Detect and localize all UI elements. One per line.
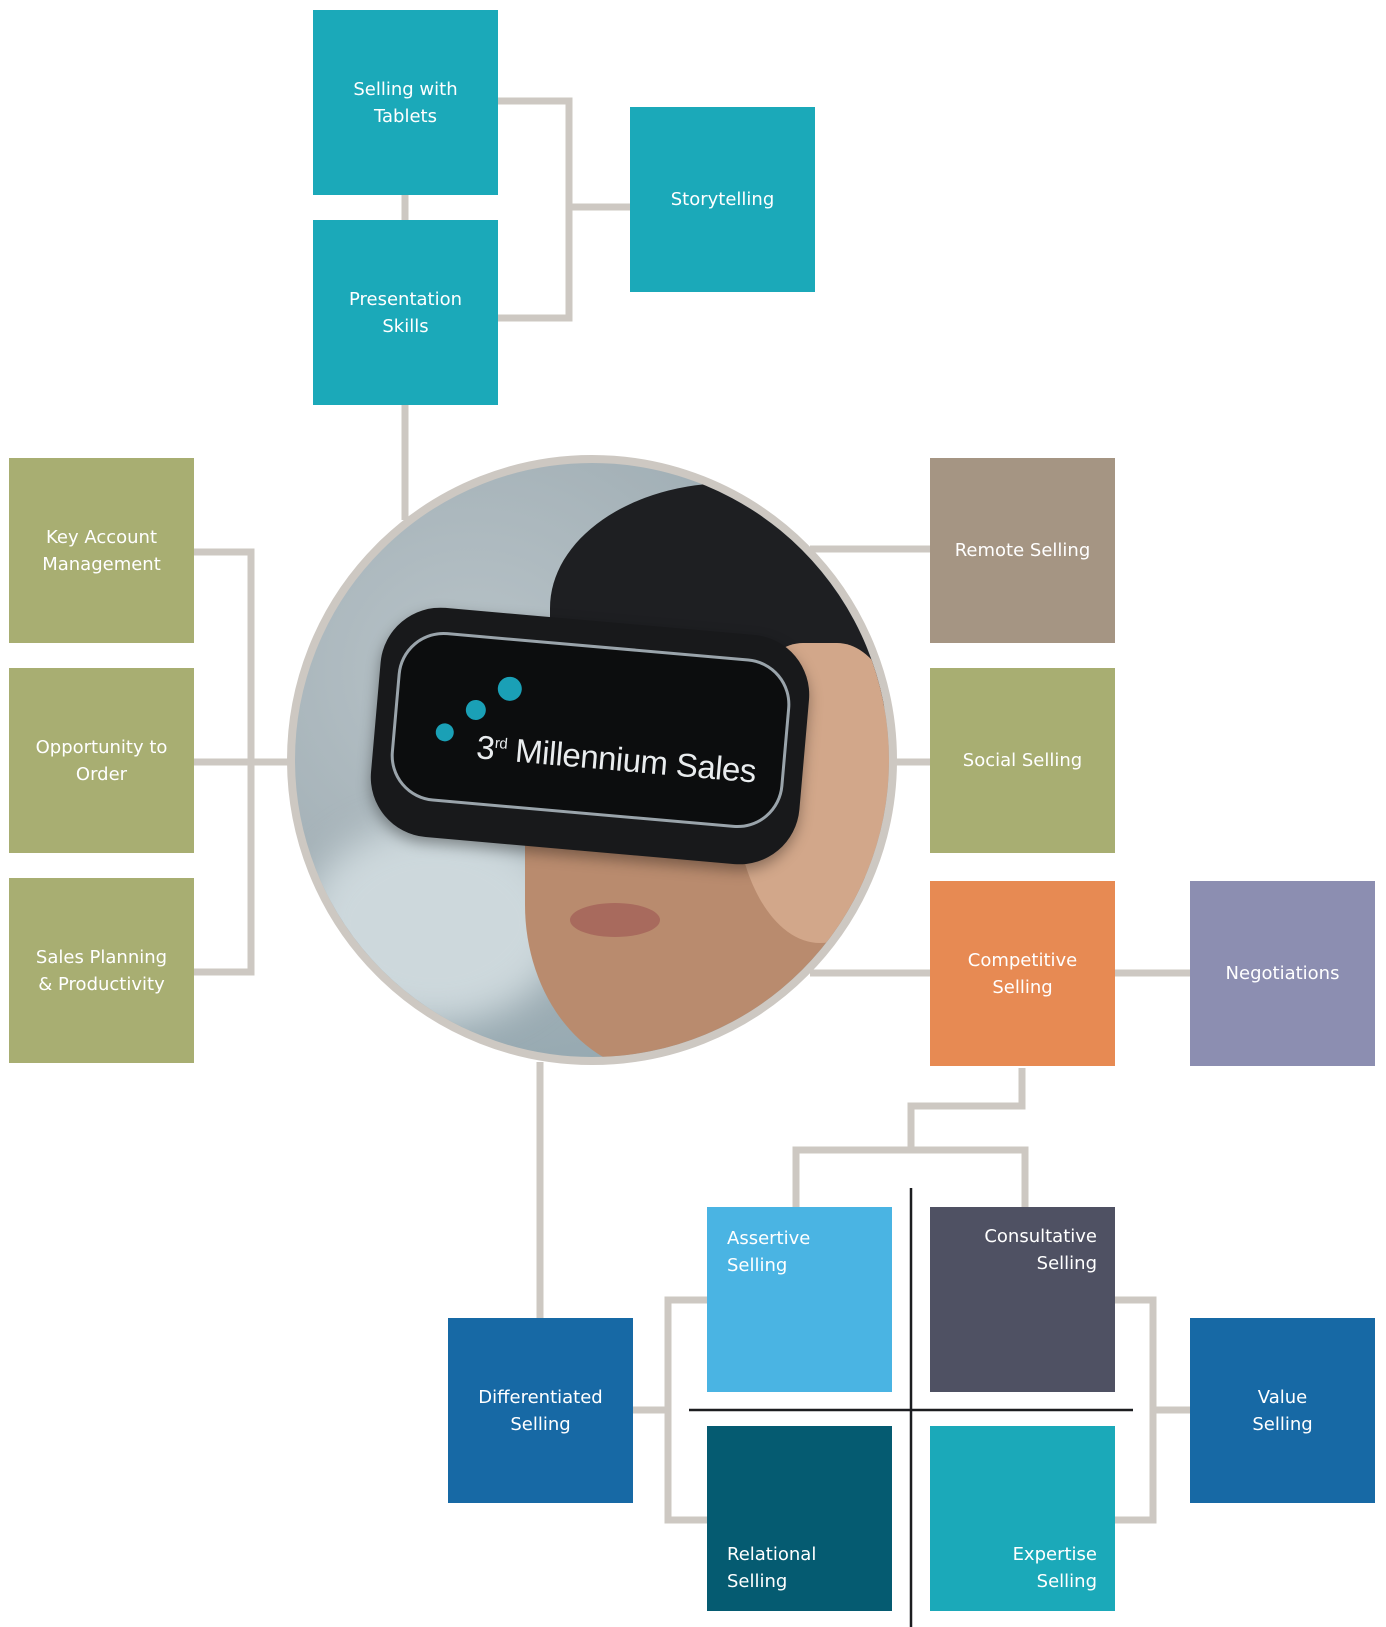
vr-headset: 3rd Millennium Sales: [365, 602, 815, 870]
brand-logo: 3rd Millennium Sales: [475, 728, 758, 790]
logo-dot-medium: [465, 699, 487, 721]
box-negotiations[interactable]: Negotiations: [1190, 881, 1375, 1066]
lips-shape: [570, 903, 660, 937]
background-blur: [305, 823, 565, 1023]
box-differentiated-selling[interactable]: Differentiated Selling: [448, 1318, 633, 1503]
box-storytelling[interactable]: Storytelling: [630, 107, 815, 292]
box-expertise-selling[interactable]: Expertise Selling: [930, 1426, 1115, 1611]
box-remote-selling[interactable]: Remote Selling: [930, 458, 1115, 643]
headset-visor: 3rd Millennium Sales: [386, 628, 795, 832]
box-competitive-selling[interactable]: Competitive Selling: [930, 881, 1115, 1066]
box-key-account-management[interactable]: Key Account Management: [9, 458, 194, 643]
box-presentation-skills[interactable]: Presentation Skills: [313, 220, 498, 405]
center-photo: 3rd Millennium Sales: [287, 455, 897, 1065]
box-sales-planning-productivity[interactable]: Sales Planning & Productivity: [9, 878, 194, 1063]
logo-dot-large: [496, 675, 523, 702]
box-relational-selling[interactable]: Relational Selling: [707, 1426, 892, 1611]
box-selling-with-tablets[interactable]: Selling with Tablets: [313, 10, 498, 195]
logo-dot-small: [435, 722, 455, 743]
box-social-selling[interactable]: Social Selling: [930, 668, 1115, 853]
box-assertive-selling[interactable]: Assertive Selling: [707, 1207, 892, 1392]
box-value-selling[interactable]: Value Selling: [1190, 1318, 1375, 1503]
box-consultative-selling[interactable]: Consultative Selling: [930, 1207, 1115, 1392]
box-opportunity-to-order[interactable]: Opportunity to Order: [9, 668, 194, 853]
